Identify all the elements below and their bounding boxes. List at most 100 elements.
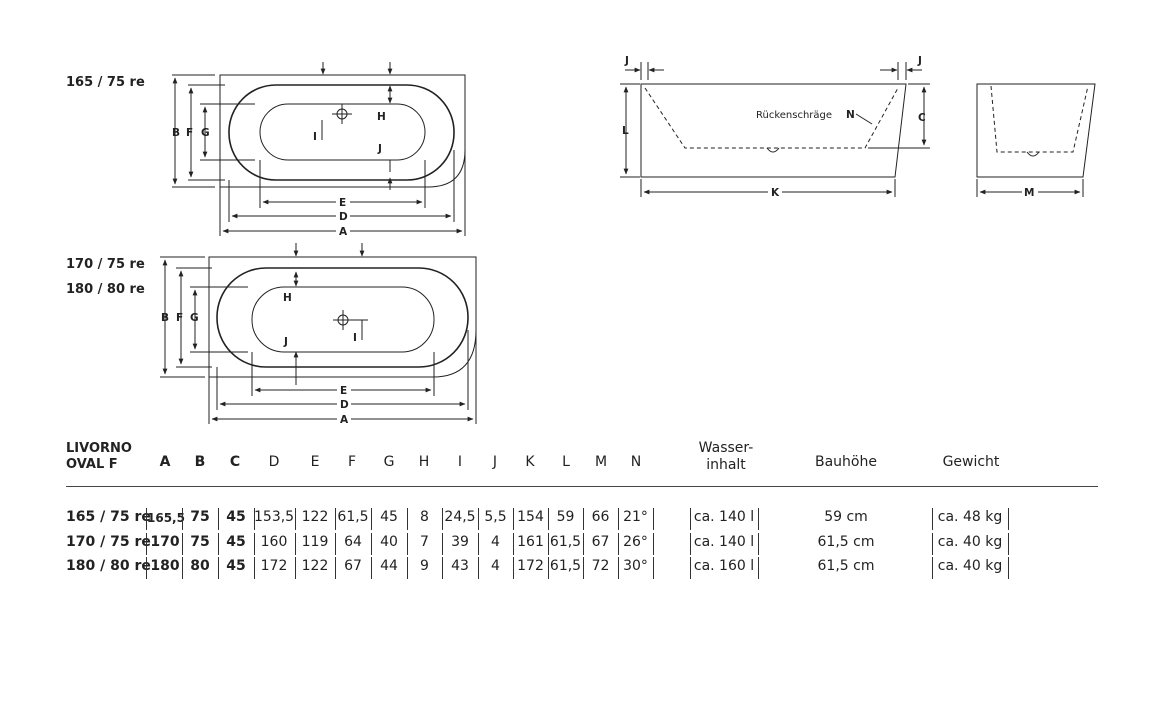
cell-c: 45	[226, 509, 246, 525]
cell-f: 67	[344, 558, 362, 574]
svg-text:H: H	[283, 292, 292, 304]
cell-height: 61,5 cm	[817, 558, 875, 574]
svg-text:F: F	[176, 312, 183, 324]
cell-j: 5,5	[484, 509, 507, 525]
cell-i: 39	[451, 534, 469, 550]
col-header-k: K	[525, 454, 535, 470]
table-row: 170 / 75 re 170 75 45 160 119 64 40 7 39…	[66, 531, 1098, 555]
model-title: LIVORNO OVAL F	[66, 441, 132, 472]
svg-text:G: G	[190, 312, 199, 324]
bottom-plan-model-label-1: 170 / 75 re	[66, 257, 145, 272]
cell-d: 153,5	[254, 509, 295, 525]
col-header-e: E	[310, 454, 320, 470]
cell-weight: ca. 40 kg	[937, 534, 1003, 550]
cell-weight: ca. 40 kg	[937, 558, 1003, 574]
svg-text:F: F	[186, 127, 193, 139]
cell-d: 160	[260, 534, 288, 550]
cell-b: 75	[190, 534, 210, 550]
cell-g: 40	[380, 534, 398, 550]
svg-text:K: K	[771, 187, 780, 199]
cell-k: 154	[517, 509, 544, 525]
svg-text:G: G	[201, 127, 210, 139]
col-header-f: F	[347, 454, 357, 470]
cell-e: 122	[301, 558, 329, 574]
cell-k: 172	[517, 558, 544, 574]
cell-b: 80	[190, 558, 210, 574]
svg-text:B: B	[161, 312, 169, 324]
col-header-g: G	[383, 454, 395, 470]
cell-g: 44	[380, 558, 398, 574]
table-row: 180 / 80 re 180 80 45 172 122 67 44 9 43…	[66, 555, 1098, 579]
svg-text:J: J	[377, 143, 382, 155]
col-header-b: B	[194, 454, 206, 470]
svg-text:E: E	[340, 385, 347, 397]
svg-text:J: J	[283, 336, 288, 348]
svg-text:A: A	[340, 414, 349, 426]
top-plan-view: H J I B F G E D A	[172, 62, 466, 238]
svg-text:J: J	[624, 55, 629, 67]
cell-i: 24,5	[444, 509, 476, 525]
svg-text:E: E	[339, 197, 346, 209]
cell-k: 161	[517, 534, 544, 550]
col-header-h: H	[418, 454, 430, 470]
cell-water: ca. 160 l	[693, 558, 755, 574]
col-header-n: N	[630, 454, 642, 470]
col-header-l: L	[562, 454, 570, 470]
top-plan-model-label: 165 / 75 re	[66, 75, 145, 90]
cell-i: 43	[451, 558, 469, 574]
cell-n: 21°	[623, 509, 648, 525]
svg-text:B: B	[172, 127, 180, 139]
cell-water: ca. 140 l	[693, 534, 755, 550]
cell-g: 45	[380, 509, 398, 525]
cell-f: 61,5	[337, 509, 369, 525]
cell-height: 59 cm	[824, 509, 868, 525]
col-header-i: I	[457, 454, 463, 470]
bottom-plan-model-label-2: 180 / 80 re	[66, 282, 145, 297]
svg-text:N: N	[846, 109, 855, 121]
col-header-a: A	[159, 454, 171, 470]
cell-j: 4	[491, 558, 500, 574]
svg-text:D: D	[339, 211, 348, 223]
row-model: 170 / 75 re	[66, 534, 151, 550]
cell-f: 64	[344, 534, 362, 550]
svg-text:M: M	[1024, 187, 1034, 199]
cell-a: 180	[150, 558, 180, 574]
cell-e: 119	[301, 534, 329, 550]
weight-header: Gewicht	[942, 454, 1000, 470]
cell-m: 67	[591, 534, 610, 550]
svg-text:C: C	[918, 112, 926, 124]
technical-drawings: 165 / 75 re H J I B F G	[66, 55, 1096, 426]
cell-b: 75	[190, 509, 210, 525]
svg-text:H: H	[377, 111, 386, 123]
cell-water: ca. 140 l	[693, 509, 755, 525]
cell-e: 122	[301, 509, 329, 525]
cell-j: 4	[491, 534, 500, 550]
col-header-j: J	[492, 454, 498, 470]
cell-weight: ca. 48 kg	[937, 509, 1003, 525]
cell-l: 61,5	[549, 558, 582, 574]
svg-text:I: I	[313, 131, 317, 143]
cell-h: 7	[420, 534, 429, 550]
row-model: 165 / 75 re	[66, 509, 151, 525]
water-content-header: Wasser- inhalt	[698, 440, 754, 473]
svg-text:J: J	[917, 55, 922, 67]
svg-text:A: A	[339, 226, 348, 238]
cell-n: 26°	[623, 534, 648, 550]
end-elevation-view: M	[976, 83, 1096, 199]
svg-text:I: I	[353, 332, 357, 344]
back-slope-label: Rückenschräge	[756, 110, 832, 121]
height-header: Bauhöhe	[815, 454, 877, 470]
cell-m: 72	[591, 558, 610, 574]
cell-d: 172	[260, 558, 288, 574]
cell-n: 30°	[623, 558, 648, 574]
side-elevation-view: J J L C K Rückenschräge N	[620, 55, 930, 199]
cell-a: 170	[150, 534, 180, 550]
svg-text:L: L	[622, 125, 629, 137]
spec-table-header: LIVORNO OVAL F A B C D E F G H I J K L M…	[66, 438, 1098, 487]
cell-m: 66	[591, 509, 610, 525]
bottom-plan-view: I H J B F G E D A	[160, 243, 477, 426]
cell-l: 61,5	[549, 534, 582, 550]
svg-text:D: D	[340, 399, 349, 411]
col-header-d: D	[268, 454, 280, 470]
cell-l: 59	[556, 509, 575, 525]
